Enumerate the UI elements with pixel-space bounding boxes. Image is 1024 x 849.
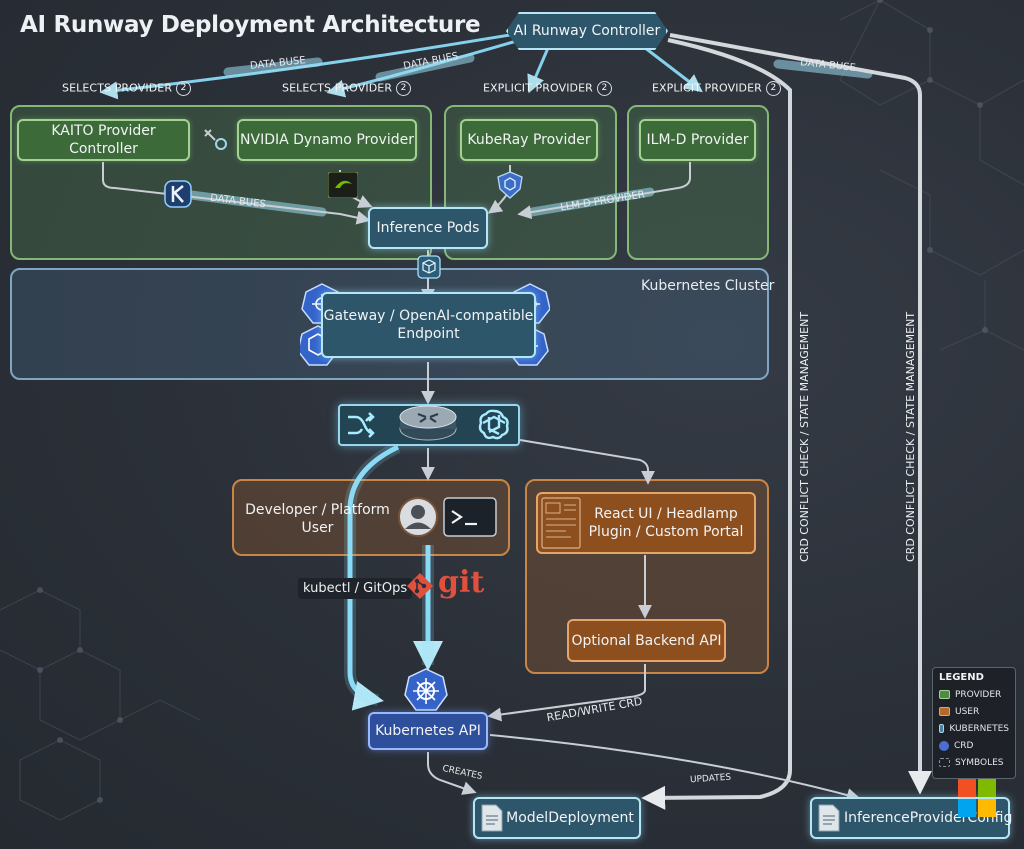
model-deployment-crd-node[interactable]: ModelDeployment: [473, 797, 641, 839]
wire-kaito-pods: [102, 162, 371, 225]
badge-count: 2: [765, 81, 781, 96]
badge-count: 2: [396, 81, 412, 96]
document-icon: [481, 804, 503, 832]
kubectl-gitops-label: kubectl / GitOps: [298, 578, 413, 599]
wire-ilmd-pods: [517, 162, 691, 220]
inference-pods-node[interactable]: Inference Pods: [368, 207, 488, 249]
kubernetes-api-node[interactable]: Kubernetes API: [368, 712, 488, 750]
wire-k8sapi-inferenceconfig: [489, 734, 861, 802]
shuffle-icon: [348, 412, 375, 438]
legend-item: SYMBOLES: [939, 754, 1009, 771]
page-title: AI Runway Deployment Architecture: [20, 12, 481, 38]
legend: LEGEND PROVIDER USER KUBERNETES CRD SYMB…: [932, 667, 1016, 779]
developer-user-label: Developer / Platform User: [245, 502, 390, 536]
legend-swatch-kubernetes: [939, 724, 945, 733]
logo-square-blue: [958, 799, 976, 817]
microsoft-logo: [958, 779, 996, 817]
kuberay-provider-node[interactable]: KubeRay Provider: [460, 119, 598, 161]
optional-backend-api-node[interactable]: Optional Backend API: [567, 619, 726, 662]
crd-conflict-label-right: CRD CONFLICT CHECK / STATE MANAGEMENT: [904, 311, 917, 562]
user-avatar-icon: [398, 497, 438, 537]
wire-glow-kubectl: [347, 444, 400, 711]
logo-square-red: [958, 779, 976, 797]
pod-cube-icon: [417, 255, 441, 279]
openai-icon: [478, 409, 509, 440]
logo-square-yellow: [978, 799, 996, 817]
crd-conflict-label-left: CRD CONFLICT CHECK / STATE MANAGEMENT: [798, 311, 811, 562]
bus-data-buse-right: [773, 59, 873, 79]
legend-swatch-user: [939, 707, 950, 716]
logo-square-green: [978, 779, 996, 797]
nvidia-logo-icon: [328, 172, 358, 198]
legend-item: CRD: [939, 737, 1009, 754]
document-icon: [818, 804, 840, 832]
ilmd-provider-node[interactable]: ILM-D Provider: [639, 119, 756, 161]
kaito-logo-icon: [164, 180, 192, 208]
git-logo-icon: [407, 573, 433, 599]
wire-k8sapi-modeldeployment: [427, 752, 477, 795]
web-page-icon: [541, 497, 581, 549]
router-icon: [399, 405, 457, 441]
wire-controller-ilmd: [639, 42, 703, 93]
tools-icon: [204, 129, 227, 150]
bus-data-buse-left: [223, 57, 323, 77]
legend-swatch-crd: [939, 740, 949, 751]
ai-runway-controller-node[interactable]: AI Runway Controller: [506, 12, 668, 50]
kubernetes-cluster-label: Kubernetes Cluster: [641, 278, 775, 294]
wire-backend-k8sapi: [487, 664, 646, 722]
react-ui-portal-node[interactable]: React UI / Headlamp Plugin / Custom Port…: [536, 492, 756, 554]
legend-item: KUBERNETES: [939, 720, 1009, 737]
legend-item: USER: [939, 703, 1009, 720]
terminal-icon[interactable]: [443, 497, 497, 537]
bus-data-bues-top: [375, 53, 475, 82]
kuberay-shield-icon: [497, 171, 523, 199]
wire-router-portal: [519, 439, 655, 485]
legend-title: LEGEND: [939, 672, 984, 683]
kubernetes-helm-icon: [404, 668, 448, 711]
legend-item: PROVIDER: [939, 686, 1009, 703]
legend-swatch-provider: [939, 690, 950, 699]
badge-count: 2: [176, 81, 192, 96]
wire-controller-kuberay: [527, 47, 550, 94]
kaito-provider-node[interactable]: KAITO Provider Controller: [17, 119, 190, 161]
wire-controller-inferenceconfig: [669, 33, 932, 795]
wire-controller-modeldeployment: [641, 38, 792, 810]
badge-count: 2: [596, 81, 612, 96]
gateway-endpoint-node[interactable]: Gateway / OpenAI-compatible Endpoint: [321, 292, 536, 358]
nvidia-dynamo-provider-node[interactable]: NVIDIA Dynamo Provider: [237, 119, 417, 161]
git-wordmark: git: [438, 565, 485, 600]
legend-swatch-symbols: [939, 758, 950, 767]
